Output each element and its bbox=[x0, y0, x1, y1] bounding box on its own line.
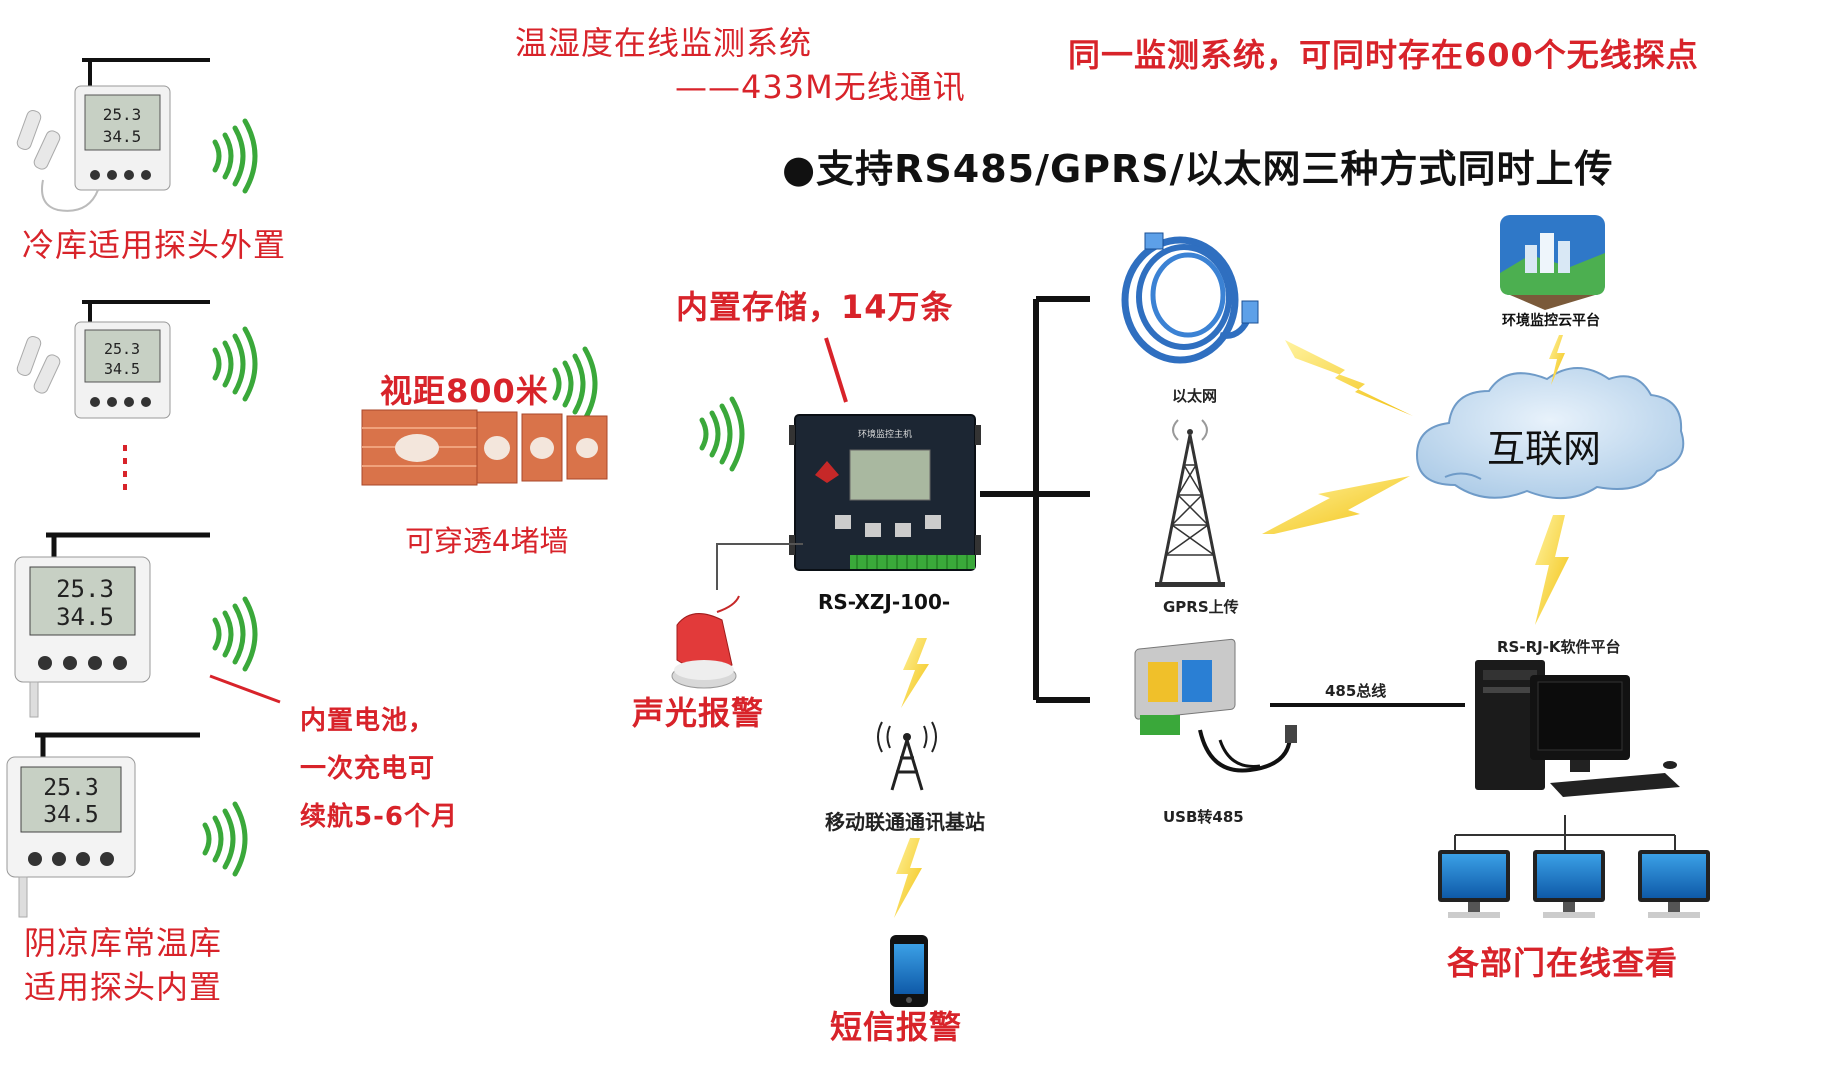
sensor-display-temp: 25.3 bbox=[43, 775, 98, 801]
upload-branch-bracket bbox=[980, 296, 1090, 703]
cold-storage-label: 冷库适用探头外置 bbox=[22, 226, 287, 264]
department-network-lines bbox=[1454, 815, 1676, 853]
battery-pointer-line bbox=[209, 674, 281, 704]
wireless-signal-icon bbox=[205, 825, 265, 885]
lightning-bolt-icon bbox=[1535, 515, 1569, 625]
sensor-device-external-probe-1: 25.3 34.5 bbox=[16, 58, 210, 212]
cloud-platform-label: 环境监控云平台 bbox=[1502, 313, 1600, 329]
brick-walls-illustration bbox=[361, 409, 608, 486]
rs485-bus-line bbox=[1270, 703, 1465, 707]
host-model-label: RS-XZJ-100- bbox=[818, 590, 951, 614]
siren-icon bbox=[671, 595, 740, 689]
system-title: 温湿度在线监测系统 bbox=[515, 24, 813, 62]
cell-tower-icon bbox=[877, 721, 937, 791]
cool-storage-label-line2: 适用探头内置 bbox=[24, 968, 223, 1006]
department-monitor-icon bbox=[1533, 850, 1605, 918]
sms-alarm-label: 短信报警 bbox=[830, 1008, 963, 1046]
department-monitor-icon bbox=[1638, 850, 1710, 918]
departments-online-label: 各部门在线查看 bbox=[1447, 944, 1679, 982]
computer-workstation-icon bbox=[1475, 660, 1680, 797]
wireless-signal-icon bbox=[215, 620, 275, 680]
sensor-display-hum: 34.5 bbox=[56, 603, 114, 631]
lightning-bolt-icon bbox=[901, 638, 929, 708]
alarm-connector-line bbox=[716, 543, 803, 590]
software-platform-label: RS-RJ-K软件平台 bbox=[1497, 638, 1621, 656]
sensor-device-internal-probe-2: 25.3 34.5 bbox=[6, 732, 200, 918]
gprs-label: GPRS上传 bbox=[1163, 598, 1239, 616]
battery-note-line2: 一次充电可 bbox=[300, 754, 436, 784]
wireless-signal-icon bbox=[215, 142, 275, 202]
department-monitor-icon bbox=[1438, 850, 1510, 918]
gprs-tower-icon bbox=[1155, 419, 1225, 587]
sensor-display-hum: 34.5 bbox=[103, 127, 142, 146]
wireless-subtitle: ——433M无线通讯 bbox=[675, 68, 966, 106]
battery-note-line1: 内置电池， bbox=[300, 706, 436, 736]
lightning-bolt-icon bbox=[1262, 476, 1410, 534]
sensor-display-temp: 25.3 bbox=[104, 340, 140, 358]
cool-storage-label-line1: 阴凉库常温库 bbox=[24, 924, 223, 962]
sensor-device-external-probe-2: 25.3 34.5 bbox=[16, 300, 210, 419]
sensor-display-temp: 25.3 bbox=[56, 575, 114, 603]
sensor-display-temp: 25.3 bbox=[103, 105, 142, 124]
upload-methods-heading: ●支持RS485/GPRS/以太网三种方式同时上传 bbox=[782, 147, 1614, 191]
storage-capacity-note: 内置存储，14万条 bbox=[676, 288, 954, 326]
internet-cloud-icon bbox=[1415, 367, 1685, 500]
capacity-note: 同一监测系统，可同时存在600个无线探点 bbox=[1068, 36, 1699, 74]
wall-penetration-note: 可穿透4堵墙 bbox=[405, 524, 569, 558]
usb-485-label: USB转485 bbox=[1163, 808, 1244, 826]
battery-note-line3: 续航5-6个月 bbox=[300, 802, 458, 832]
wireless-signal-icon bbox=[702, 420, 762, 480]
sensor-display-hum: 34.5 bbox=[104, 360, 140, 378]
ethernet-cable-icon bbox=[1121, 232, 1259, 364]
lightning-bolt-icon bbox=[1549, 335, 1565, 385]
cloud-platform-icon bbox=[1500, 215, 1605, 310]
continuation-dots bbox=[123, 445, 127, 495]
sensor-device-internal-probe-1: 25.3 34.5 bbox=[14, 532, 210, 718]
host-panel-title: 环境监控主机 bbox=[858, 428, 912, 440]
rs485-bus-label: 485总线 bbox=[1325, 682, 1387, 700]
internet-label: 互联网 bbox=[1487, 427, 1602, 471]
sound-light-alarm-label: 声光报警 bbox=[632, 694, 765, 732]
mobile-phone-icon bbox=[890, 935, 928, 1007]
ethernet-label: 以太网 bbox=[1172, 387, 1218, 405]
wireless-signal-icon bbox=[215, 350, 275, 410]
storage-pointer-line bbox=[824, 337, 848, 403]
lightning-bolt-icon bbox=[894, 838, 922, 918]
usb-485-converter-icon bbox=[1134, 638, 1297, 773]
lightning-bolt-icon bbox=[1285, 340, 1413, 416]
sensor-display-hum: 34.5 bbox=[43, 802, 98, 828]
line-of-sight-distance: 视距800米 bbox=[380, 372, 549, 410]
base-station-label: 移动联通通讯基站 bbox=[825, 810, 985, 834]
environment-monitor-host-device: 环境监控主机 bbox=[789, 414, 981, 571]
